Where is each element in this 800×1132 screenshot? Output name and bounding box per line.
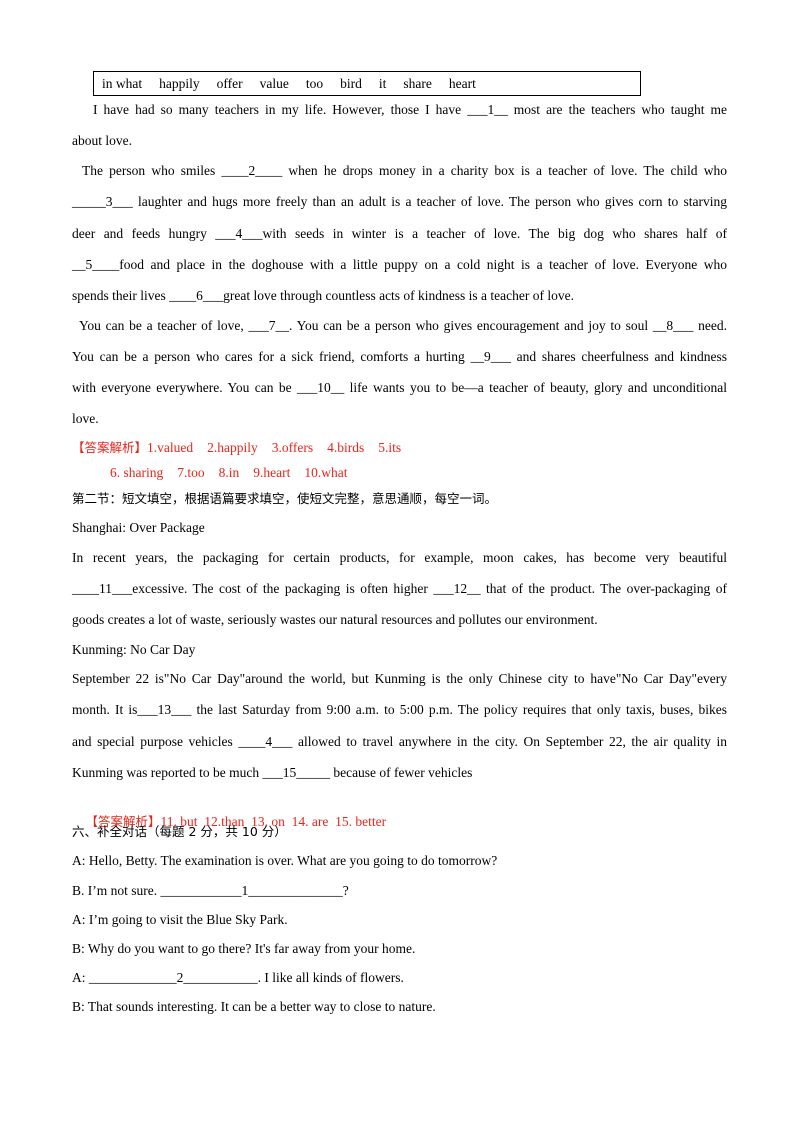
dialogue-line: A: _____________2___________. I like all…: [72, 970, 404, 985]
answer-row: 6. sharing 7.too 8.in 9.heart 10.what: [110, 463, 362, 483]
dialogue-line: A: I’m going to visit the Blue Sky Park.: [72, 912, 288, 927]
word-bank-item: in what: [102, 76, 143, 91]
word-bank-item: value: [259, 76, 289, 91]
passage-line: The person who smiles ____2____ when he …: [82, 163, 727, 178]
article-title: Kunming: No Car Day: [72, 642, 196, 657]
passage-line: You can be a teacher of love, ___7__. Yo…: [79, 318, 727, 333]
word-bank-item: it: [378, 76, 387, 91]
passage-line: month. It is___13___ the last Saturday f…: [72, 702, 727, 717]
passage-line: You can be a person who cares for a sick…: [72, 349, 727, 364]
passage-line: with everyone everywhere. You can be ___…: [72, 380, 727, 395]
answer-item: 1.valued: [147, 440, 194, 455]
passage-line: __5____food and place in the doghouse wi…: [72, 257, 727, 272]
passage-line: September 22 is"No Car Day"around the wo…: [72, 671, 727, 686]
answer-item: 9.heart: [253, 465, 291, 480]
dialogue-line: B. I’m not sure. ____________1__________…: [72, 883, 349, 898]
passage-line: ____11___excessive. The cost of the pack…: [72, 581, 727, 596]
word-bank-box: in what happily offer value too bird it share he…: [93, 71, 641, 96]
passage-line: Kunming was reported to be much ___15___…: [72, 765, 473, 780]
answer-label: 【答案解析】: [72, 440, 148, 455]
word-bank-item: offer: [216, 76, 243, 91]
answer-item: 5.its: [378, 440, 402, 455]
answer-item: 6. sharing: [110, 465, 164, 480]
answer-row: 【答案解析】11. but 12.than 13. on 14. are 15.…: [72, 792, 387, 852]
passage-line: deer and feeds hungry ___4___with seeds …: [72, 226, 727, 241]
answer-item: 2.happily: [207, 440, 258, 455]
answer-row: 【答案解析】1.valued 2.happily 3.offers 4.birds 5.…: [72, 438, 415, 458]
passage-line: goods creates a lot of waste, seriously …: [72, 612, 598, 627]
answer-item: 3.offers: [271, 440, 314, 455]
answer-item: 8.in: [218, 465, 240, 480]
answer-item: 7.too: [177, 465, 205, 480]
passage-line: love.: [72, 411, 99, 426]
dialogue-line: B: That sounds interesting. It can be a …: [72, 999, 436, 1014]
passage-line: about love.: [72, 133, 132, 148]
word-bank-item: share: [403, 76, 432, 91]
word-bank-item: too: [305, 76, 324, 91]
answer-item: 10.what: [304, 465, 348, 480]
dialogue-line: B: Why do you want to go there? It's far…: [72, 941, 416, 956]
passage-line: and special purpose vehicles ____4___ al…: [72, 734, 727, 749]
answer-label: 【答案解析】: [85, 814, 161, 829]
article-title: Shanghai: Over Package: [72, 520, 205, 535]
word-bank-item: heart: [448, 76, 476, 91]
answer-item: 4.birds: [327, 440, 365, 455]
answer-text: 11. but 12.than 13. on 14. are 15. bette…: [160, 814, 387, 829]
passage-line: I have had so many teachers in my life. …: [93, 102, 727, 117]
passage-line: spends their lives ____6___great love th…: [72, 288, 575, 303]
section-heading: 第二节：短文填空，根据语篇要求填空，使短文完整，意思通顺，每空一词。: [72, 491, 498, 506]
word-bank-item: bird: [340, 76, 362, 91]
dialogue-line: A: Hello, Betty. The examination is over…: [72, 853, 498, 868]
passage-line: In recent years, the packaging for certa…: [72, 550, 727, 565]
section-heading: 六、补全对话（每题 2 分，共 10 分）: [72, 824, 287, 839]
passage-line: _____3___ laughter and hugs more freely …: [72, 194, 727, 209]
word-bank-item: happily: [159, 76, 200, 91]
